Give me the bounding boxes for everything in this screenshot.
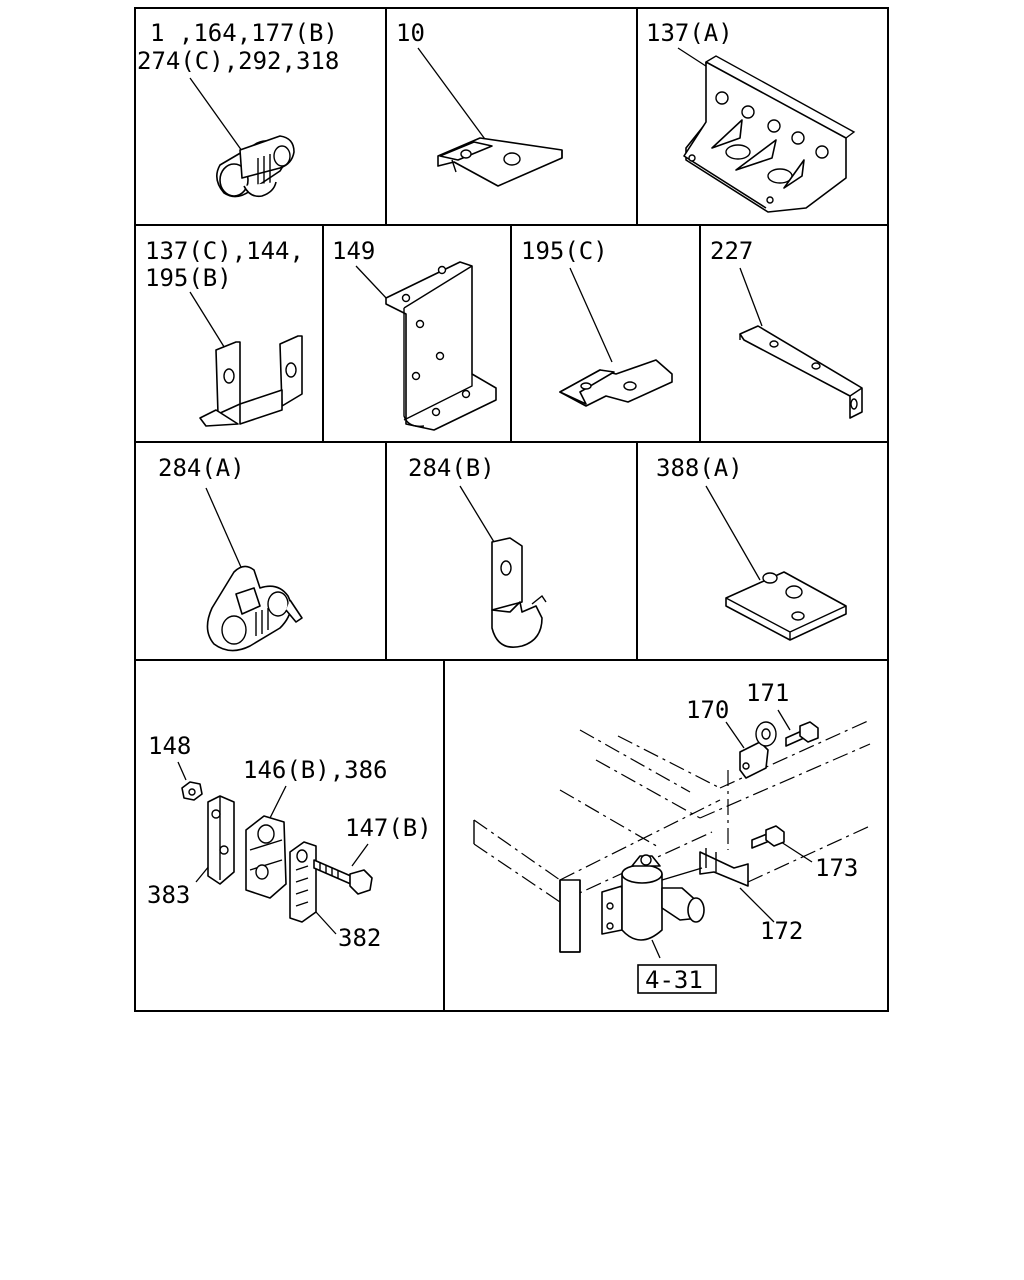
plate-icon-3 — [725, 571, 847, 641]
panel-plate-195c: 195(C) — [521, 237, 673, 407]
reference-4-31[interactable]: 4-31 — [645, 966, 703, 994]
panel-clip-284a: 284(A) — [158, 454, 303, 652]
label-137a: 137(A) — [646, 19, 733, 47]
bolt-171-icon — [785, 721, 819, 747]
bolt-icon — [313, 859, 373, 895]
cylinder-icon — [601, 854, 705, 941]
panel-grid — [134, 7, 889, 1012]
label-137c-144: 137(C),144, — [145, 237, 304, 265]
bracket-icon-2 — [199, 335, 303, 427]
label-147b: 147(B) — [345, 814, 432, 842]
panel-frame-installation: 170 171 173 172 4-31 — [473, 679, 871, 994]
panel-bar-227: 227 — [710, 237, 863, 419]
bracket-383-icon — [207, 795, 235, 885]
label-146b-386: 146(B),386 — [243, 756, 388, 784]
label-284a: 284(A) — [158, 454, 245, 482]
bar-icon — [739, 325, 863, 419]
plate-icon-2 — [559, 359, 673, 407]
clamp-146b-icon — [245, 815, 287, 899]
label-227: 227 — [710, 237, 753, 265]
bracket-icon-3 — [385, 261, 497, 431]
label-382: 382 — [338, 924, 381, 952]
frame-member-end — [473, 820, 581, 953]
label-388a: 388(A) — [656, 454, 743, 482]
clamp-icon — [206, 565, 303, 652]
nut-icon — [181, 781, 203, 801]
frame-outline — [473, 719, 871, 903]
bolt-173-icon — [751, 825, 785, 849]
panel-clip-284b: 284(B) — [408, 454, 547, 648]
label-274c-292-318: 274(C),292,318 — [137, 47, 339, 75]
panel-plate-388a: 388(A) — [656, 454, 847, 641]
reference-box[interactable] — [637, 964, 717, 994]
clip-icon — [216, 135, 295, 198]
label-195b: 195(B) — [145, 264, 232, 292]
clamp-382-icon — [289, 841, 317, 923]
panel-bracket-137c: 137(C),144, 195(B) — [145, 237, 304, 427]
label-383: 383 — [147, 881, 190, 909]
bracket-172-icon — [699, 848, 749, 887]
clamp-icon-2 — [491, 537, 547, 648]
label-1-164-177b: 1 ,164,177(B) — [150, 19, 338, 47]
panel-plate-10: 10 — [396, 19, 563, 187]
bracket-icon — [683, 55, 856, 213]
panel-clip-1: 1 ,164,177(B) 274(C),292,318 — [137, 19, 339, 198]
panel-bracket-137a: 137(A) — [646, 19, 856, 213]
plate-icon — [437, 137, 563, 187]
bracket-170-icon — [739, 721, 777, 779]
label-173: 173 — [815, 854, 858, 882]
label-195c: 195(C) — [521, 237, 608, 265]
label-10: 10 — [396, 19, 425, 47]
panel-clamp-assembly: 148 146(B),386 147(B) 383 382 — [147, 732, 432, 952]
label-172: 172 — [760, 917, 803, 945]
label-170: 170 — [686, 696, 729, 724]
label-171: 171 — [746, 679, 789, 707]
label-284b: 284(B) — [408, 454, 495, 482]
label-149: 149 — [332, 237, 375, 265]
label-148: 148 — [148, 732, 191, 760]
panel-bracket-149: 149 — [332, 237, 497, 431]
